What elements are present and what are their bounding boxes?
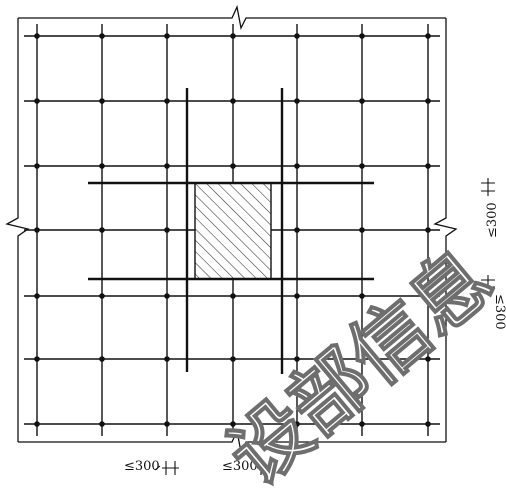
mesh-node-dot	[359, 293, 365, 299]
bottom-dimension-right-label: ≤300	[222, 459, 258, 474]
mesh-node-dot	[294, 163, 300, 169]
right-dimension-lower-label: ≤300	[492, 294, 506, 330]
mesh-node-dot	[99, 98, 105, 104]
mesh-node-dot	[99, 293, 105, 299]
mesh-node-dot	[294, 356, 300, 362]
mesh-node-dot	[34, 227, 40, 233]
top-break-line	[18, 4, 446, 31]
mesh-node-dot	[99, 33, 105, 39]
mesh-node-dot	[164, 33, 170, 39]
mesh-node-dot	[164, 98, 170, 104]
bottom-dimension-right	[257, 461, 276, 475]
mesh-node-dot	[294, 421, 300, 427]
mesh-node-dot	[359, 356, 365, 362]
bottom-dimension-left-label: ≤300	[124, 459, 160, 474]
mesh-node-dot	[164, 293, 170, 299]
mesh-node-dot	[294, 33, 300, 39]
right-dimension-upper	[481, 178, 495, 196]
outer-border	[5, 4, 458, 455]
mesh-node-dot	[164, 421, 170, 427]
mesh-node-dot	[164, 227, 170, 233]
mesh-node-dot	[99, 421, 105, 427]
additional-reinforcement-bars	[88, 88, 374, 374]
mesh-node-dot	[230, 33, 236, 39]
mesh-node-dot	[34, 421, 40, 427]
mesh-node-dot	[425, 356, 431, 362]
mesh-node-dot	[425, 98, 431, 104]
mesh-node-dot	[425, 421, 431, 427]
hatched-opening	[194, 182, 272, 280]
mesh-node-dot	[294, 227, 300, 233]
mesh-node-dot	[425, 227, 431, 233]
right-break-line	[433, 18, 458, 442]
mesh-node-dot	[230, 293, 236, 299]
mesh-node-dot	[425, 33, 431, 39]
mesh-node-dot	[164, 163, 170, 169]
mesh-node-dot	[359, 98, 365, 104]
mesh-node-dot	[425, 163, 431, 169]
mesh-node-dot	[359, 421, 365, 427]
right-dimension-upper-label: ≤300	[485, 202, 500, 238]
bottom-dimension-left	[154, 461, 179, 475]
mesh-node-dot	[34, 293, 40, 299]
mesh-node-dot	[230, 356, 236, 362]
mesh-node-dot	[359, 227, 365, 233]
mesh-node-dot	[34, 356, 40, 362]
mesh-node-dot	[294, 98, 300, 104]
mesh-node-dot	[99, 227, 105, 233]
mesh-node-dot	[359, 33, 365, 39]
mesh-intersection-dots	[34, 33, 431, 427]
mesh-node-dot	[34, 33, 40, 39]
mesh-node-dot	[294, 293, 300, 299]
mesh-node-dot	[359, 163, 365, 169]
mesh-node-dot	[99, 356, 105, 362]
mesh-node-dot	[99, 163, 105, 169]
left-break-line	[5, 18, 30, 442]
mesh-node-dot	[425, 293, 431, 299]
bottom-break-line	[18, 428, 446, 455]
mesh-node-dot	[230, 163, 236, 169]
mesh-node-dot	[230, 98, 236, 104]
mesh-node-dot	[164, 356, 170, 362]
mesh-node-dot	[230, 421, 236, 427]
right-dimension-lower	[481, 275, 495, 292]
mesh-node-dot	[34, 163, 40, 169]
mesh-node-dot	[34, 98, 40, 104]
